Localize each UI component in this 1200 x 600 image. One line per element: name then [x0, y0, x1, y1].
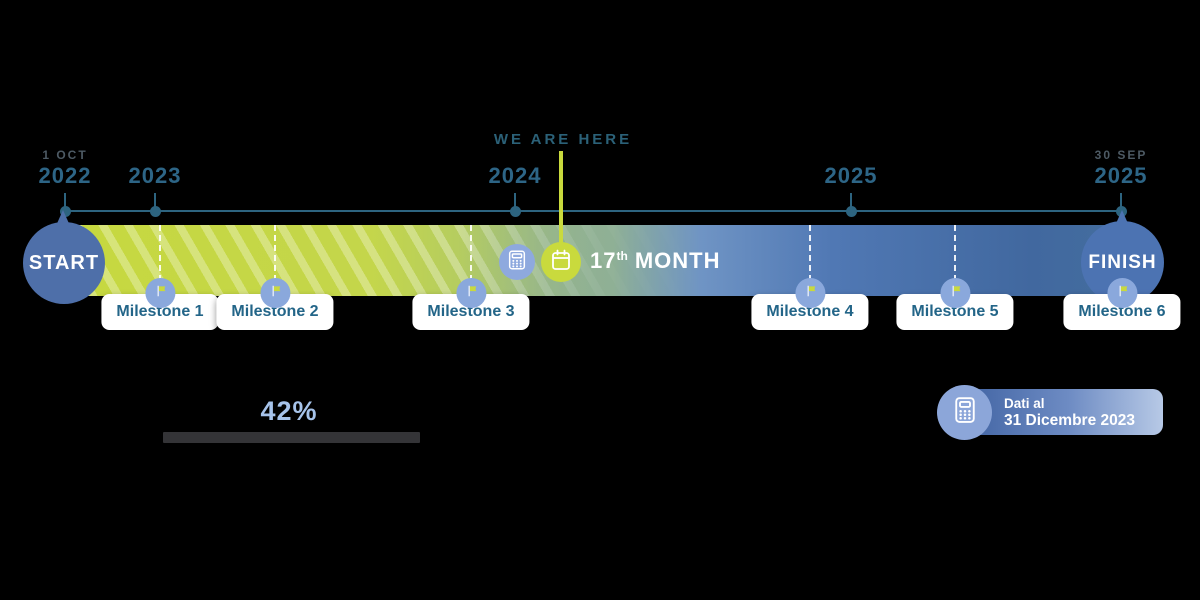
timeline-tick-dot [510, 206, 521, 217]
timeline-band [63, 225, 1163, 296]
milestone-connector [274, 225, 276, 281]
timeline-axis [65, 210, 1121, 212]
we-are-here-label: WE ARE HERE [493, 131, 633, 148]
current-time-line [559, 151, 563, 251]
month-word: MONTH [634, 248, 721, 273]
data-badge-icon-circle [937, 385, 992, 440]
date-year: 2022 [38, 163, 92, 188]
redacted-text-bar [163, 432, 420, 443]
current-month-label: 17th MONTH [590, 248, 720, 274]
timeline-tick [1120, 193, 1122, 211]
calculator-icon [950, 395, 980, 430]
date-prefix: 1 OCT [42, 148, 88, 162]
badge-line2: 31 Dicembre 2023 [1004, 412, 1135, 429]
milestone-3: Milestone 3 [412, 278, 530, 330]
flag-icon [266, 282, 284, 305]
milestone-connector [159, 225, 161, 281]
timeline-tick-dot [846, 206, 857, 217]
flag-icon [151, 282, 169, 305]
milestone-connector [809, 225, 811, 281]
progress-bracket [0, 0, 560, 120]
badge-line1: Dati al [1004, 396, 1045, 411]
current-month-marker [541, 242, 581, 282]
flag-icon [1113, 282, 1131, 305]
milestone-6: Milestone 6 [1063, 278, 1181, 330]
flag-icon [801, 282, 819, 305]
date-label: 2024 [489, 163, 542, 189]
milestone-connector [954, 225, 956, 281]
start-label: START [28, 251, 100, 274]
flag-icon [462, 282, 480, 305]
flag-icon [946, 282, 964, 305]
timeline-tick [514, 193, 516, 211]
date-label: 2023 [129, 163, 182, 189]
band-gradient-overlay [63, 225, 1163, 296]
date-label: 2025 [825, 163, 878, 189]
progress-percent: 42% [260, 396, 318, 426]
milestone-5: Milestone 5 [896, 278, 1014, 330]
date-year: 2025 [1094, 163, 1148, 188]
date-label: 1 OCT 2022 [39, 148, 92, 189]
date-year: 2023 [128, 163, 182, 188]
data-badge-text: Dati al 31 Dicembre 2023 [1004, 395, 1135, 429]
flag-badge [939, 278, 970, 308]
month-number: 17 [590, 248, 617, 273]
calendar-icon [549, 248, 573, 277]
date-label: 30 SEP 2025 [1095, 148, 1148, 189]
timeline-tick-dot [150, 206, 161, 217]
flag-badge [144, 278, 175, 308]
flag-badge [794, 278, 825, 308]
date-prefix: 30 SEP [1094, 148, 1148, 162]
flag-badge [1106, 278, 1137, 308]
timeline-tick [64, 193, 66, 211]
finish-label: FINISH [1088, 251, 1157, 273]
data-date-marker [499, 244, 535, 280]
month-ordinal: th [616, 249, 628, 263]
milestone-label: Milestone 4 [751, 294, 869, 330]
milestone-connector [470, 225, 472, 281]
flag-badge [259, 278, 290, 308]
date-year: 2025 [824, 163, 878, 188]
timeline-tick [154, 193, 156, 211]
calculator-icon [506, 249, 528, 276]
flag-badge [455, 278, 486, 308]
milestone-label: Milestone 5 [896, 294, 1014, 330]
milestone-4: Milestone 4 [751, 278, 869, 330]
milestone-2: Milestone 2 [216, 278, 334, 330]
milestone-1: Milestone 1 [101, 278, 219, 330]
timeline-tick [850, 193, 852, 211]
start-marker: START [23, 222, 105, 304]
date-year: 2024 [488, 163, 542, 188]
